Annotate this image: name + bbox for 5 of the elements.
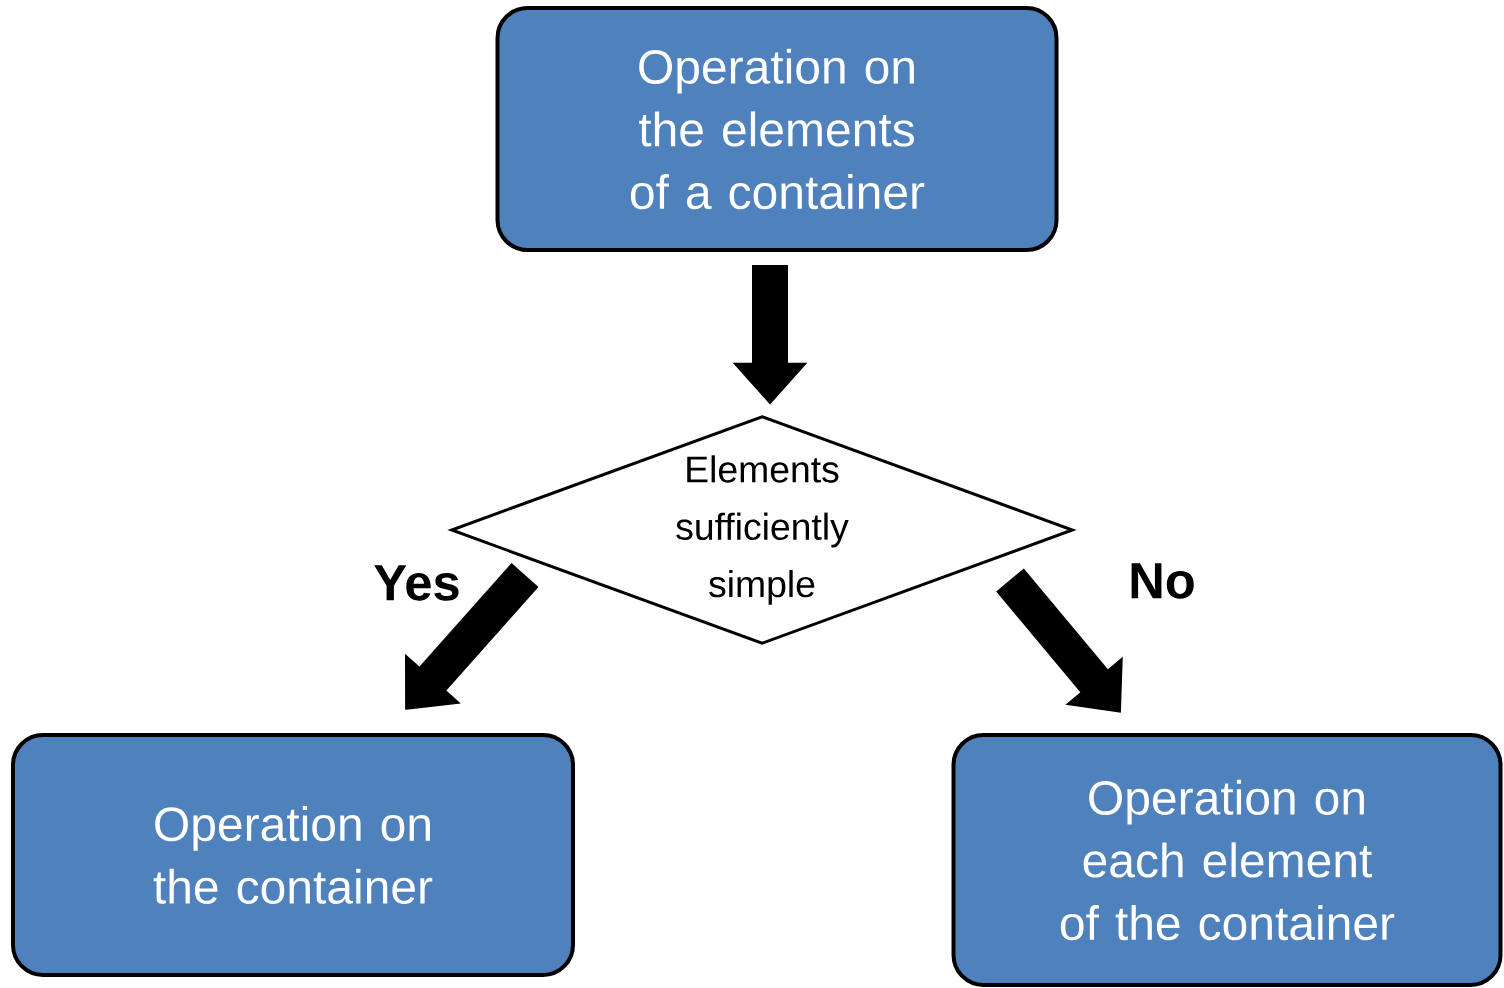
process-box: Operation on each element of the container (951, 733, 1503, 987)
process-box: Operation on the elements of a container (495, 6, 1059, 252)
edge-label: No (1126, 562, 1198, 600)
process-box: Operation on the container (11, 733, 575, 977)
arrow (996, 568, 1123, 713)
